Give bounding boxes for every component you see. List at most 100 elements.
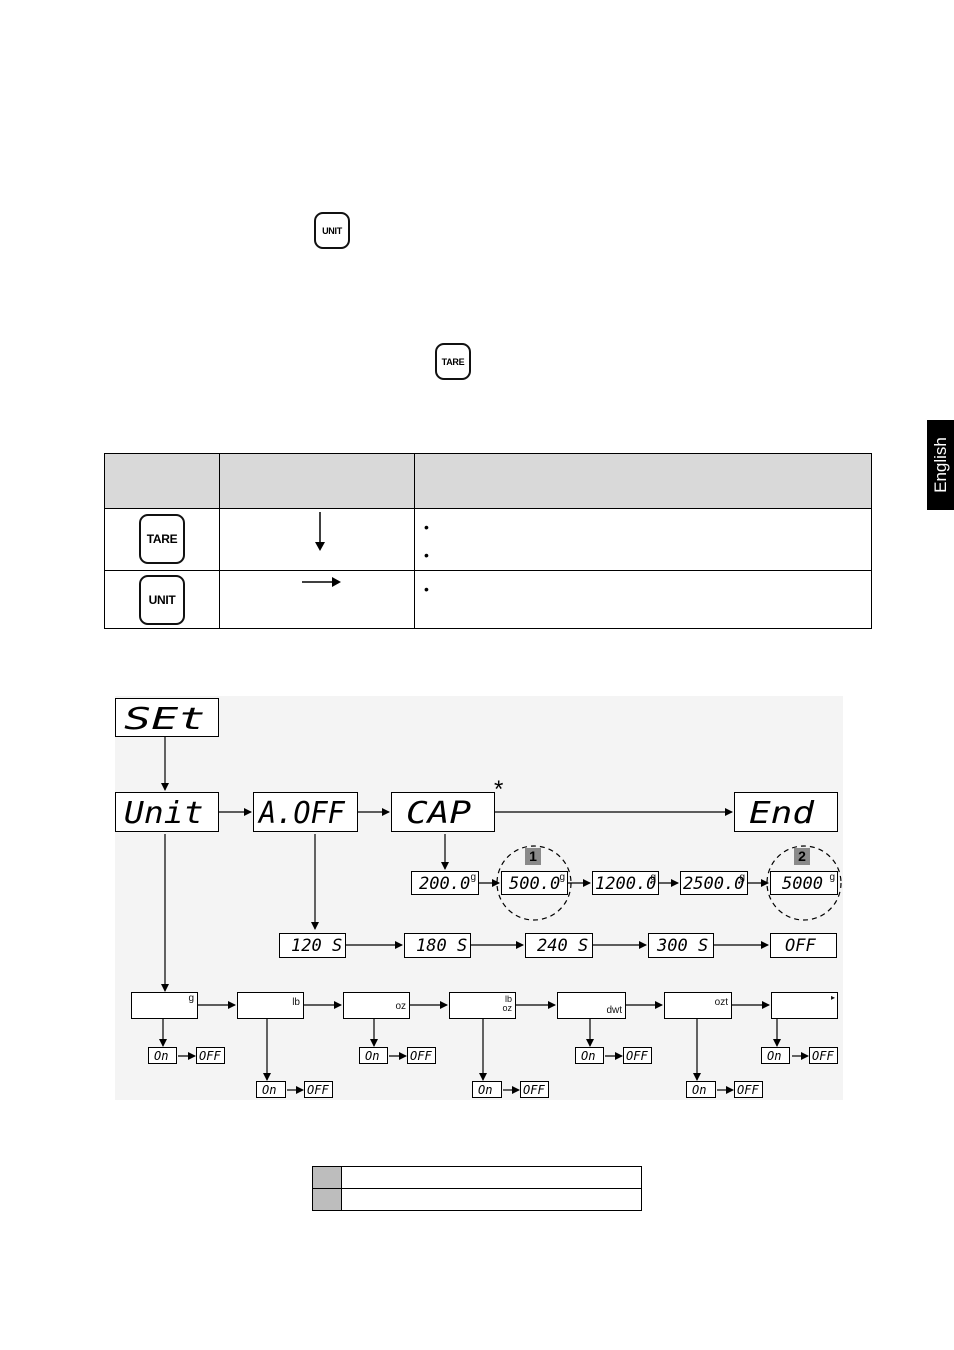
display-on: On (359, 1047, 388, 1064)
arrow-right-icon (302, 577, 341, 587)
display-set: SEt (115, 698, 219, 737)
weigh-unit-label: ▸ (830, 993, 835, 1002)
display-on: On (686, 1081, 716, 1098)
marker-1-badge: 1 (525, 848, 541, 865)
table-header-row (104, 453, 872, 509)
display-capacity-option: 1200.0 g (592, 871, 659, 895)
off-text: OFF (626, 1049, 648, 1063)
table-header-cell (414, 453, 872, 509)
display-capacity-text: CAP (406, 796, 472, 831)
legend-table (312, 1166, 642, 1211)
bullet: • (424, 547, 429, 563)
unit-key-icon: UNIT (139, 575, 185, 625)
weigh-unit-label: g (188, 993, 194, 1004)
tare-key-icon: TARE (139, 514, 185, 564)
on-text: On (767, 1049, 782, 1063)
table-header-cell (219, 453, 415, 509)
display-off: OFF (196, 1047, 225, 1064)
display-auto-off-option: 180 S (404, 933, 471, 958)
display-weigh-unit: dwt (557, 992, 626, 1019)
auto-off-value: OFF (785, 936, 816, 956)
display-on: On (472, 1081, 502, 1098)
display-end-text: End (749, 796, 815, 831)
display-capacity-option: 500.0 g (501, 871, 568, 895)
display-off: OFF (520, 1081, 549, 1098)
table-cell-symbol (219, 508, 415, 571)
auto-off-value: 240 S (537, 936, 589, 956)
display-off: OFF (407, 1047, 436, 1064)
auto-off-value: 300 S (657, 936, 709, 956)
display-auto-off-text: A.OFF (259, 796, 345, 831)
legend-marker-cell (312, 1188, 342, 1211)
capacity-asterisk: * (494, 776, 504, 803)
capacity-unit: g (470, 872, 476, 883)
table-cell-description: • • (414, 508, 872, 571)
tare-key-icon: TARE (435, 343, 471, 380)
display-weigh-unit: ozt (664, 992, 732, 1019)
arrow-down-icon (315, 512, 325, 551)
off-text: OFF (812, 1049, 834, 1063)
on-text: On (365, 1049, 380, 1063)
on-text: On (154, 1049, 169, 1063)
marker-circle-1 (496, 845, 572, 921)
off-text: OFF (737, 1083, 759, 1097)
display-auto-off-option: OFF (770, 933, 837, 958)
capacity-unit: g (829, 872, 835, 883)
display-unit-text: Unit (124, 796, 204, 831)
key-function-table: TARE • • UNIT • (104, 453, 872, 629)
diagram-connectors (159, 737, 842, 1094)
off-text: OFF (410, 1049, 432, 1063)
weigh-unit-label: oz (395, 1001, 406, 1012)
capacity-value: 5000 (782, 874, 823, 894)
marker-2-badge: 2 (794, 848, 810, 865)
display-capacity-option: 200.0 g (411, 871, 479, 895)
capacity-unit: g (650, 872, 656, 883)
display-unit: Unit (115, 792, 219, 832)
display-on: On (256, 1081, 286, 1098)
off-text: OFF (307, 1083, 329, 1097)
display-auto-off-option: 240 S (525, 933, 593, 958)
display-weigh-unit: ▸ (771, 992, 838, 1019)
capacity-value: 500.0 (509, 874, 561, 894)
legend-text-cell (341, 1166, 642, 1189)
tare-key-label: TARE (146, 532, 178, 546)
table-cell-key: TARE (104, 508, 220, 571)
display-capacity-option: 2500.0 g (680, 871, 748, 895)
marker-circle-2 (766, 845, 842, 921)
display-off: OFF (734, 1081, 763, 1098)
bullet: • (424, 519, 429, 535)
display-set-text: SEt (124, 702, 206, 737)
capacity-value: 200.0 (419, 874, 471, 894)
table-cell-symbol (219, 570, 415, 629)
capacity-unit: g (559, 872, 565, 883)
off-text: OFF (199, 1049, 221, 1063)
capacity-unit: g (739, 872, 745, 883)
display-auto-off-option: 300 S (648, 933, 714, 958)
unit-key-icon: UNIT (314, 212, 350, 249)
capacity-value: 1200.0 (595, 874, 657, 894)
legend-text-cell (341, 1188, 642, 1211)
display-capacity: CAP (391, 792, 495, 832)
on-text: On (262, 1083, 277, 1097)
menu-structure-diagram: SEt Unit A.OFF CAP * End 200.0 g 500.0 g… (115, 696, 843, 1100)
unit-key-label: UNIT (148, 593, 176, 607)
display-off: OFF (809, 1047, 838, 1064)
table-row: TARE • • (104, 508, 872, 571)
weigh-unit-label: lb (292, 997, 300, 1008)
capacity-value: 2500.0 (683, 874, 745, 894)
on-text: On (581, 1049, 596, 1063)
display-off: OFF (623, 1047, 652, 1064)
unit-key-label: UNIT (322, 225, 342, 236)
auto-off-value: 120 S (291, 936, 343, 956)
display-weigh-unit: oz (343, 992, 410, 1019)
legend-row (312, 1188, 642, 1211)
on-text: On (692, 1083, 707, 1097)
display-off: OFF (304, 1081, 333, 1098)
display-auto-off: A.OFF (253, 792, 358, 832)
display-auto-off-option: 120 S (279, 933, 346, 958)
legend-marker-cell (312, 1166, 342, 1189)
weigh-unit-label: ozt (714, 997, 728, 1008)
display-weigh-unit: lb oz (449, 992, 516, 1019)
tare-key-label: TARE (441, 356, 465, 367)
display-on: On (761, 1047, 790, 1064)
